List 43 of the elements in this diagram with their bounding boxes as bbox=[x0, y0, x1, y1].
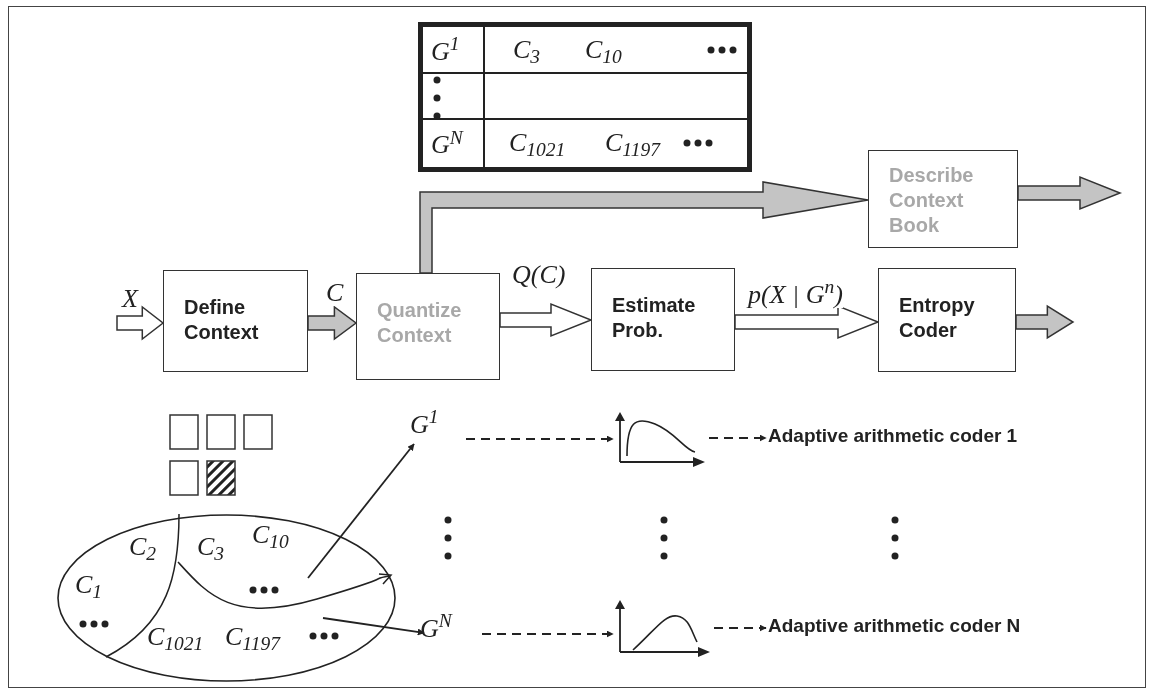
box-label: Entropy Coder bbox=[899, 293, 976, 343]
table-cell-label: C$_{3}$ bbox=[513, 37, 541, 63]
coder-label: Adaptive arithmetic coder N bbox=[768, 614, 1021, 638]
block-arrow bbox=[1015, 304, 1075, 340]
distribution-plot-drawing bbox=[615, 412, 705, 468]
box-label: Estimate Prob. bbox=[612, 293, 697, 343]
dashed-arrow bbox=[465, 435, 614, 443]
context-label: C$_{10}$ bbox=[252, 522, 289, 548]
arrow bbox=[307, 443, 415, 579]
table-cell-label: G$^{1}$ bbox=[431, 39, 460, 65]
context-label: C$_{3}$ bbox=[197, 534, 225, 560]
box-label: Quantize Context bbox=[377, 298, 463, 348]
block-arrow bbox=[1017, 175, 1122, 211]
context-set-ellipse bbox=[57, 514, 396, 682]
dashed-arrow bbox=[481, 630, 614, 638]
process-box bbox=[356, 273, 500, 380]
block-arrow bbox=[307, 305, 358, 341]
context-label: C$_{1}$ bbox=[75, 572, 103, 598]
context-label: C$_{2}$ bbox=[129, 534, 157, 560]
group-label: G$^{N}$ bbox=[420, 612, 452, 642]
block-arrow bbox=[734, 304, 880, 340]
process-box bbox=[163, 270, 308, 372]
box-label: Describe Context Book bbox=[889, 163, 975, 238]
distribution-plot-drawing bbox=[615, 600, 710, 658]
process-box bbox=[868, 150, 1018, 248]
block-arrow bbox=[419, 181, 869, 274]
table-cell-label: C$_{10}$ bbox=[585, 37, 622, 63]
context-label: C$_{1197}$ bbox=[225, 624, 280, 650]
table-cell-label: C$_{1197}$ bbox=[605, 130, 660, 157]
box-label: Define Context bbox=[184, 295, 260, 345]
edge-label: p(X | G$^{n}$) bbox=[748, 282, 843, 308]
context-label: C$_{1021}$ bbox=[147, 624, 204, 650]
coder-label: Adaptive arithmetic coder 1 bbox=[768, 424, 1018, 448]
process-box bbox=[878, 268, 1016, 372]
dashed-arrow bbox=[708, 434, 767, 442]
dashed-arrow bbox=[713, 624, 767, 632]
process-box bbox=[591, 268, 735, 371]
block-arrow bbox=[499, 302, 593, 338]
table-cell-label: C$_{1021}$ bbox=[509, 130, 566, 157]
table-cell-label: G$^{N}$ bbox=[431, 132, 463, 159]
block-arrow bbox=[116, 305, 165, 341]
edge-label: Q(C) bbox=[512, 262, 566, 288]
group-label: G$^{1}$ bbox=[410, 408, 439, 438]
